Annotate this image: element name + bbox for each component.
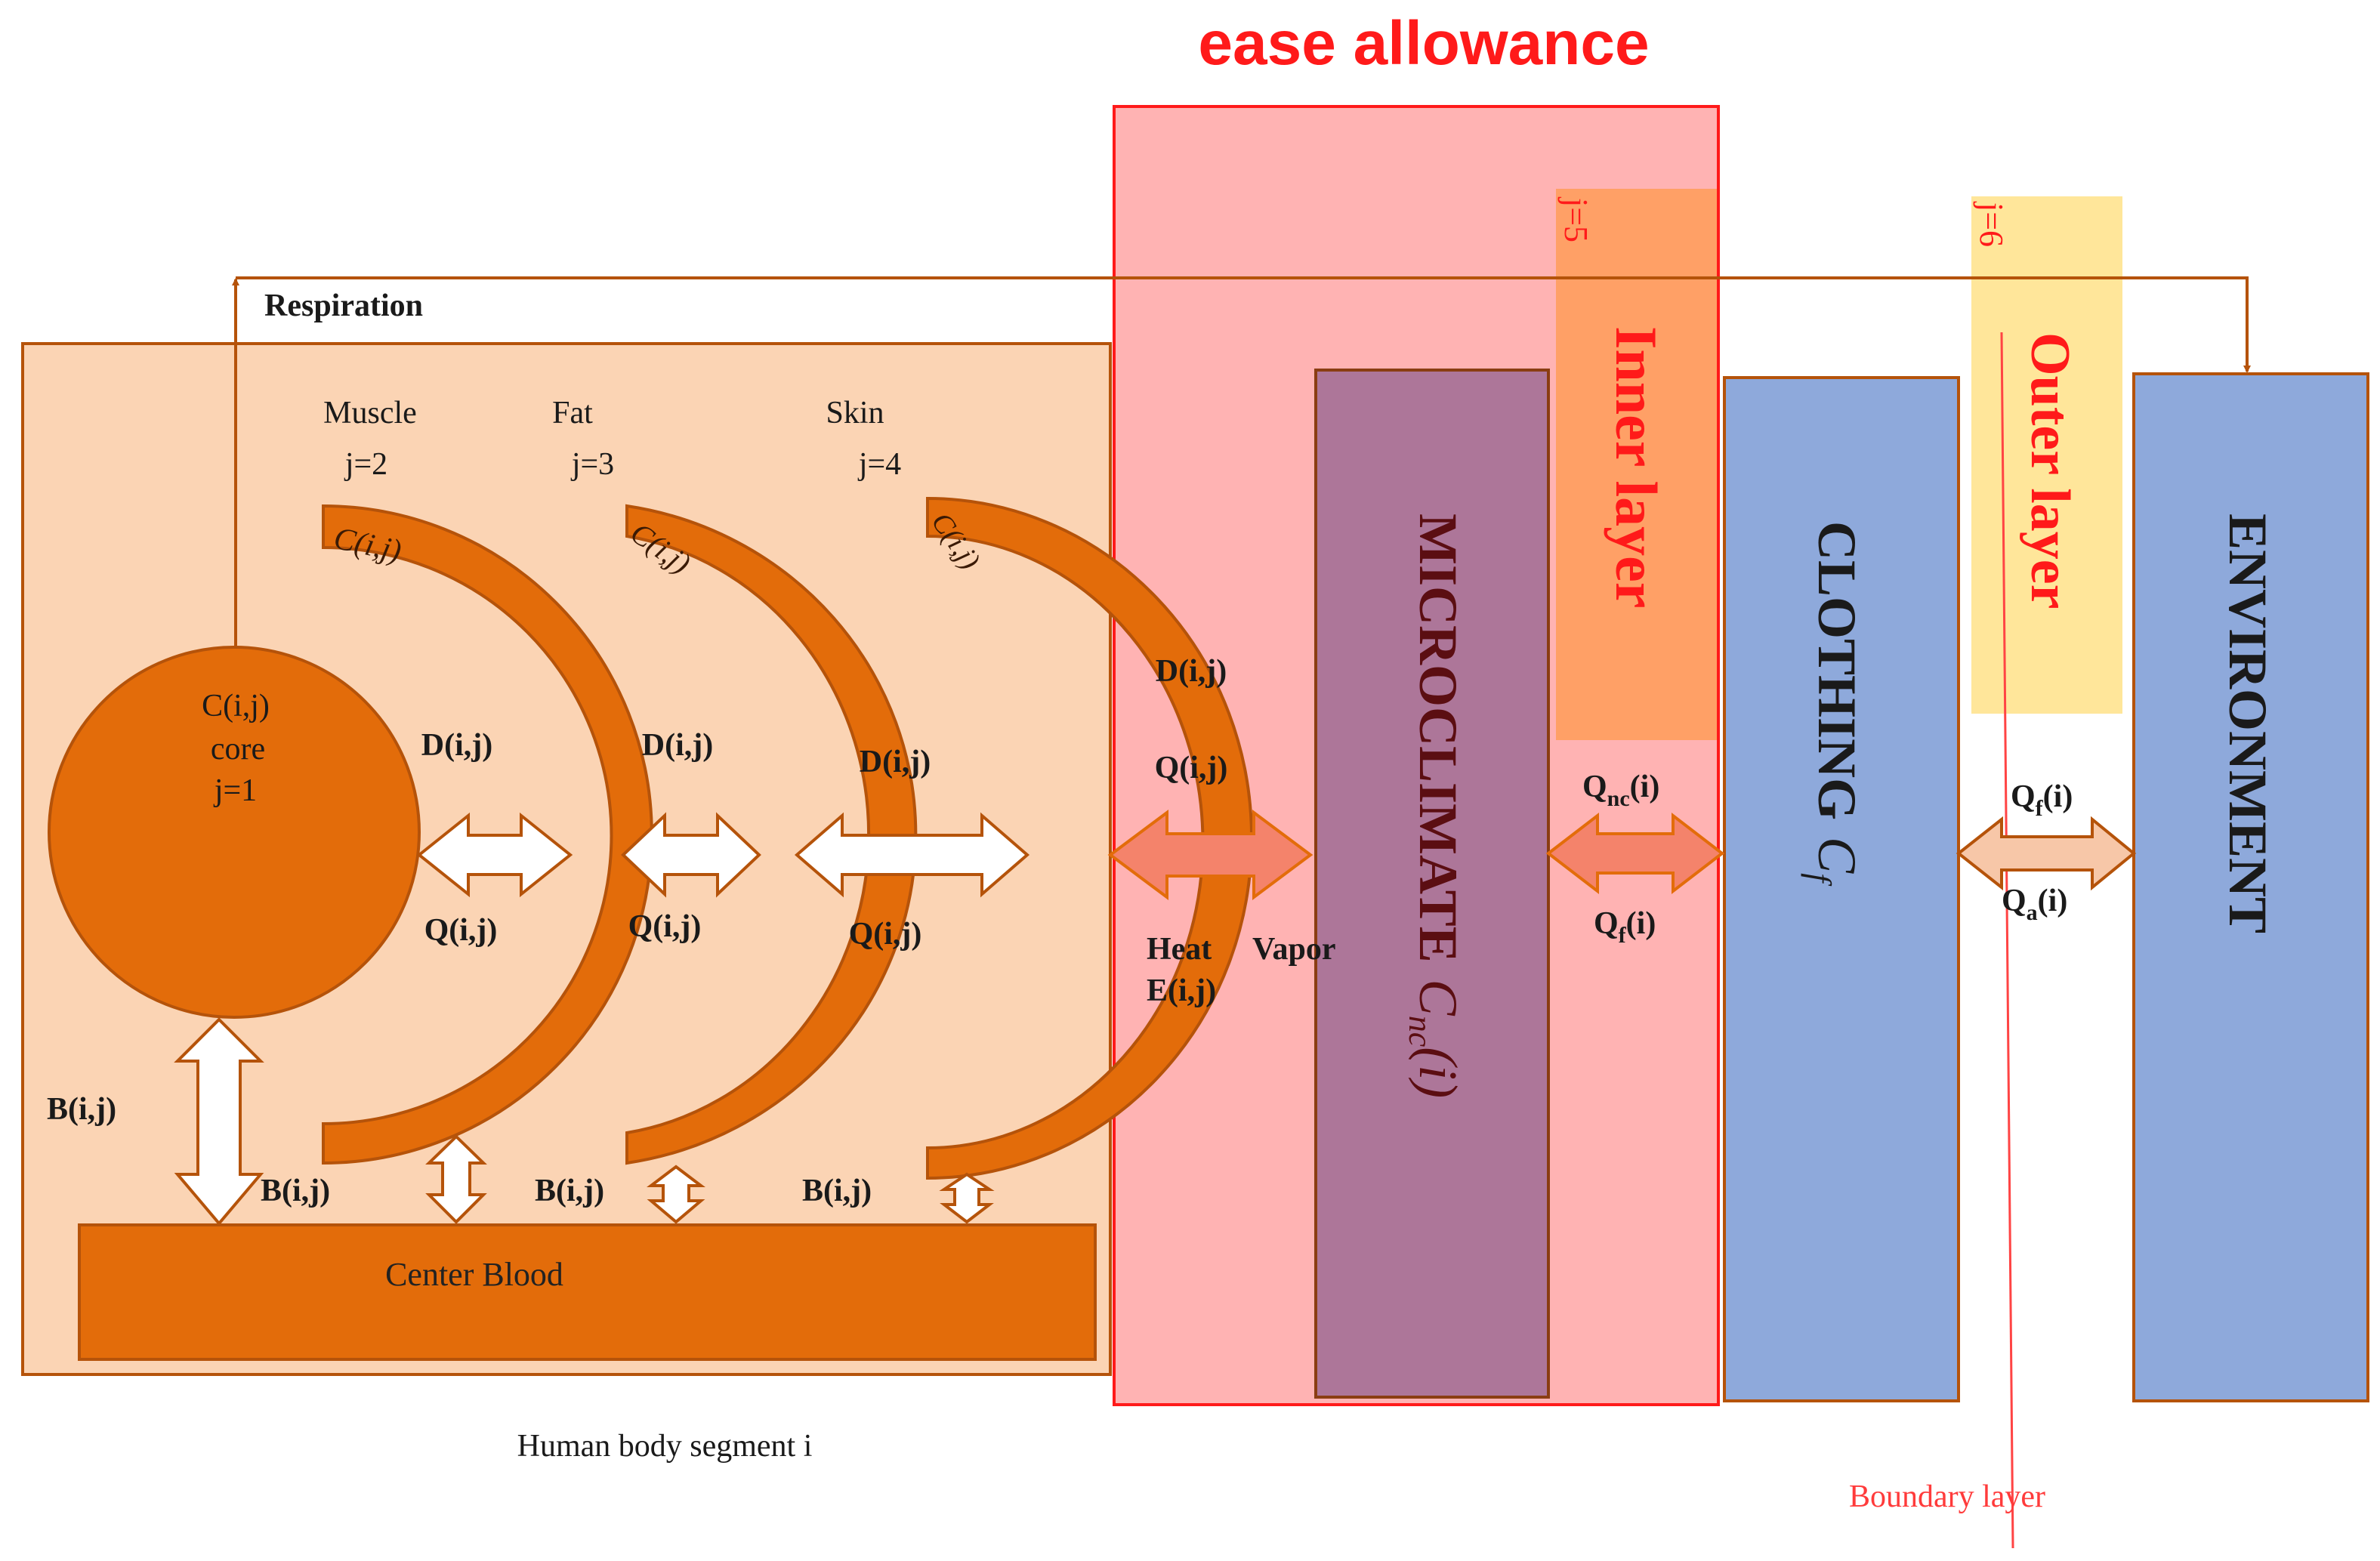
clothing-environment-arrow — [1956, 816, 2137, 891]
ease-allowance-title: ease allowance — [1198, 9, 1649, 78]
b-label-skin: B(i,j) — [802, 1174, 872, 1208]
outer-layer-index: j=6 — [1973, 201, 2010, 247]
q-label-2: Q(i,j) — [628, 909, 702, 944]
environment-box — [2132, 372, 2369, 1402]
center-blood-label: Center Blood — [385, 1256, 563, 1293]
q-a-label: Qa(i) — [2002, 884, 2067, 925]
q-nc-label: Qnc(i) — [1582, 770, 1659, 811]
d-label-ease: D(i,j) — [1156, 654, 1227, 689]
skin-index: j=4 — [857, 447, 901, 482]
environment-label: ENVIRONMENT — [2218, 514, 2278, 933]
microclimate-clothing-arrow — [1545, 812, 1725, 895]
muscle-fat-arrow — [621, 812, 761, 898]
q-label-ease: Q(i,j) — [1155, 751, 1228, 785]
core-circle — [48, 646, 421, 1019]
heat-label: Heat — [1147, 932, 1212, 967]
b-label-fat: B(i,j) — [535, 1174, 604, 1208]
core-index: j=1 — [213, 773, 257, 808]
respiration-to-environment-arrow — [236, 276, 2251, 373]
d-label-2: D(i,j) — [642, 728, 713, 763]
d-label-3: D(i,j) — [860, 745, 931, 779]
muscle-arc — [322, 504, 653, 1165]
skin-blood-arrow — [939, 1172, 995, 1224]
skin-label: Skin — [826, 396, 884, 430]
fat-label: Fat — [552, 396, 593, 430]
microclimate-box — [1314, 369, 1550, 1399]
fat-arc — [625, 504, 918, 1165]
skin-arc — [926, 496, 1254, 1180]
q-label-3: Q(i,j) — [849, 917, 922, 952]
muscle-index: j=2 — [344, 447, 387, 482]
muscle-blood-arrow — [425, 1134, 487, 1224]
core-muscle-arrow — [416, 812, 573, 898]
fat-skin-arrow — [794, 812, 1030, 898]
core-c-label: C(i,j) — [202, 689, 270, 723]
boundary-layer-line — [2000, 332, 2014, 1549]
vapor-label: Vapor — [1252, 932, 1335, 967]
outer-layer-band — [1971, 196, 2122, 714]
core-blood-arrow — [174, 1017, 264, 1226]
fat-index: j=3 — [570, 447, 614, 482]
fat-blood-arrow — [647, 1165, 705, 1224]
muscle-label: Muscle — [323, 396, 417, 430]
q-label-1: Q(i,j) — [424, 913, 498, 948]
respiration-label: Respiration — [264, 288, 423, 323]
skin-microclimate-arrow — [1107, 810, 1313, 900]
inner-layer-index: j=5 — [1557, 196, 1594, 242]
segment-caption: Human body segment i — [517, 1429, 813, 1464]
boundary-layer-label: Boundary layer — [1849, 1479, 2045, 1514]
q-f-outer-label: Qf(i) — [2011, 779, 2073, 821]
clothing-box — [1723, 376, 1960, 1402]
inner-layer-label: Inner layer — [1604, 326, 1669, 608]
q-f-inner-label: Qf(i) — [1594, 906, 1656, 948]
core-label: core — [211, 732, 265, 767]
center-blood-bar — [78, 1223, 1097, 1361]
microclimate-label: MICROCLIMATECnc(i) — [1402, 514, 1468, 1098]
e-label: E(i,j) — [1147, 973, 1216, 1008]
d-label-1: D(i,j) — [421, 728, 492, 763]
b-label-core: B(i,j) — [47, 1092, 116, 1127]
b-label-muscle: B(i,j) — [261, 1174, 330, 1208]
clothing-label: CLOTHINGCf — [1801, 521, 1867, 887]
outer-layer-label: Outer layer — [2019, 332, 2081, 609]
inner-layer-band — [1556, 189, 1717, 740]
